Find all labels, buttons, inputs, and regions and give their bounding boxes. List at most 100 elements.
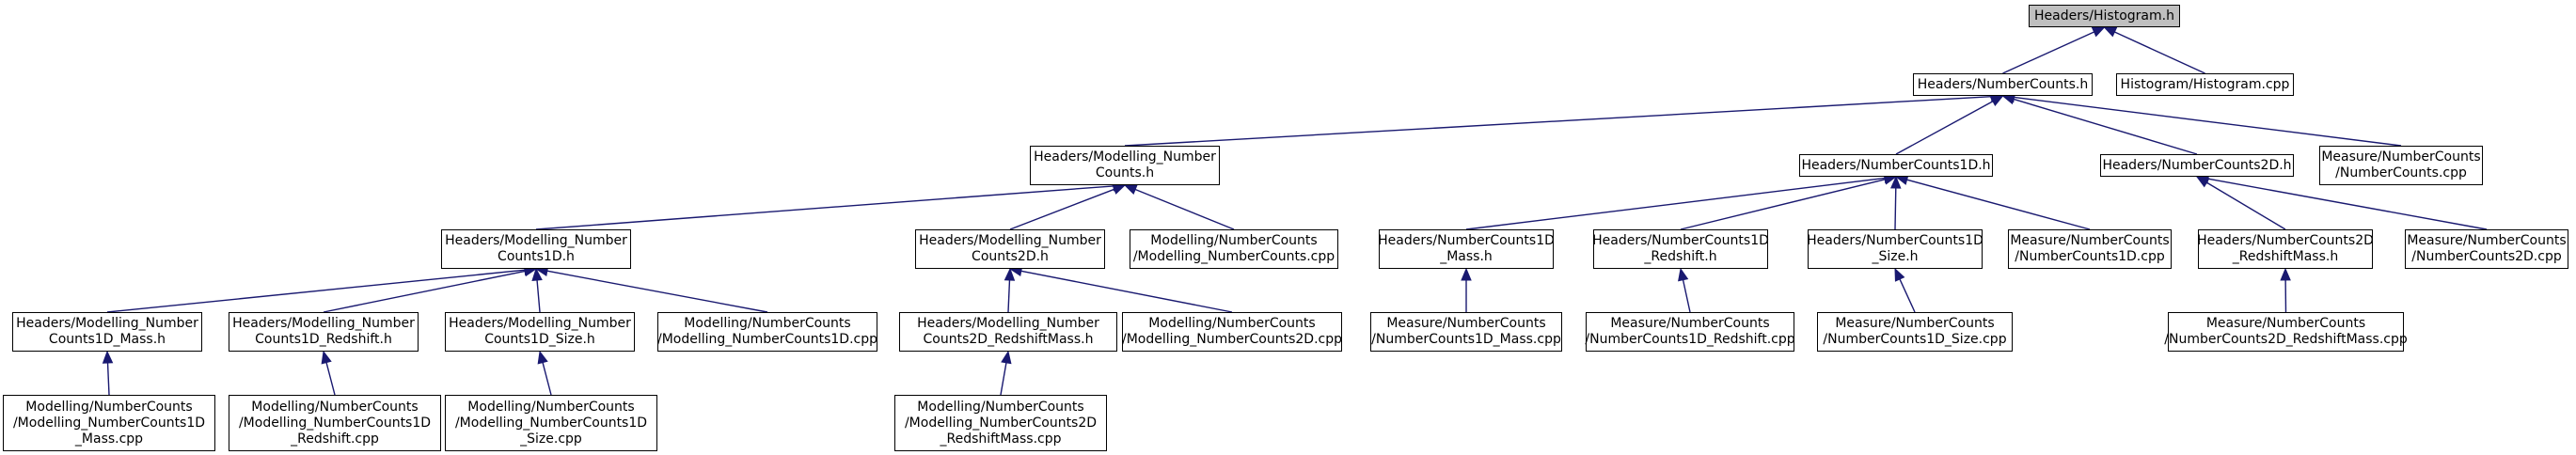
- node-histogram-cpp[interactable]: Histogram/Histogram.cpp: [2116, 73, 2294, 96]
- edge-numbercounts-h-to-nc1d-h: [1895, 101, 1994, 155]
- node-label-line: Headers/NumberCounts1D: [1592, 233, 1769, 248]
- node-mod-nc2d-cpp[interactable]: Modelling/NumberCounts/Modelling_NumberC…: [1122, 312, 1342, 352]
- node-meas-nc1d-mass-cpp[interactable]: Measure/NumberCounts/NumberCounts1D_Mass…: [1370, 312, 1562, 352]
- edge-mod-nc-h-to-mod-nc1d-h: [535, 185, 1114, 230]
- node-label-line: Measure/NumberCounts: [2205, 316, 2366, 331]
- node-label-line: Headers/NumberCounts1D: [1378, 233, 1555, 248]
- node-label-line: Headers/Modelling_Number: [919, 233, 1101, 248]
- node-label-line: /Modelling_NumberCounts2D.cpp: [1122, 332, 1343, 347]
- edge-nc1d-h-to-meas-nc1d-cpp: [1906, 179, 2091, 230]
- edge-arrowhead: [2103, 26, 2118, 38]
- edge-arrowhead: [2280, 267, 2291, 281]
- node-label-line: Measure/NumberCounts: [2321, 149, 2481, 165]
- edge-arrowhead: [102, 350, 114, 364]
- node-label-line: /Modelling_NumberCounts.cpp: [1132, 249, 1335, 264]
- edge-nc1d-h-to-nc1d-red-h: [1680, 179, 1886, 230]
- edge-numbercounts-h-to-meas-nc-cpp: [2014, 96, 2402, 147]
- node-label-line: /NumberCounts2D_RedshiftMass.cpp: [2164, 332, 2408, 347]
- node-mod-nc1d-size-cpp[interactable]: Modelling/NumberCounts/Modelling_NumberC…: [445, 395, 657, 451]
- node-label-line: Counts2D_RedshiftMass.h: [923, 332, 1094, 347]
- node-label-line: Headers/NumberCounts1D: [1807, 233, 1983, 248]
- node-label-line: Modelling/NumberCounts: [684, 316, 851, 331]
- edge-nc1d-size-h-to-meas-nc1d-size-cpp: [1899, 278, 1916, 313]
- edge-nc2d-h-to-nc2d-redmass-h: [2205, 181, 2286, 230]
- node-label-line: Modelling/NumberCounts: [467, 399, 635, 415]
- node-label-line: Measure/NumberCounts: [1835, 316, 1995, 331]
- node-label-line: Headers/Histogram.h: [2034, 8, 2174, 24]
- node-numbercounts-h[interactable]: Headers/NumberCounts.h: [1913, 73, 2093, 96]
- edge-arrowhead: [1890, 175, 1902, 189]
- edge-nc2d-h-to-meas-nc2d-cpp: [2207, 178, 2488, 230]
- node-label-line: Modelling/NumberCounts: [251, 399, 419, 415]
- node-label-line: Histogram/Histogram.cpp: [2120, 76, 2290, 92]
- edge-mod-nc1d-h-to-mod-nc1d-cpp: [546, 270, 768, 313]
- node-histogram-h: Headers/Histogram.h: [2029, 5, 2180, 27]
- edge-nc1d-h-to-nc1d-size-h: [1894, 187, 1897, 230]
- edge-numbercounts-h-to-mod-nc-h: [1124, 95, 1992, 147]
- node-meas-nc1d-red-cpp[interactable]: Measure/NumberCounts/NumberCounts1D_Reds…: [1585, 312, 1795, 352]
- node-nc2d-h[interactable]: Headers/NumberCounts2D.h: [2100, 154, 2294, 177]
- node-label-line: Measure/NumberCounts: [1610, 316, 1770, 331]
- node-nc1d-size-h[interactable]: Headers/NumberCounts1D_Size.h: [1807, 229, 1983, 269]
- node-label-line: /NumberCounts1D_Mass.cpp: [1371, 332, 1561, 347]
- node-label-line: /NumberCounts2D.cpp: [2411, 249, 2562, 264]
- edge-arrowhead: [1678, 267, 1689, 282]
- node-meas-nc1d-size-cpp[interactable]: Measure/NumberCounts/NumberCounts1D_Size…: [1817, 312, 2013, 352]
- node-label-line: Modelling/NumberCounts: [1148, 316, 1316, 331]
- node-label-line: _Mass.h: [1440, 249, 1493, 264]
- node-label-line: _Redshift.h: [1644, 249, 1717, 264]
- node-label-line: Headers/Modelling_Number: [16, 316, 198, 331]
- node-label-line: Counts1D.h: [498, 249, 575, 264]
- node-mod-nc1d-cpp[interactable]: Modelling/NumberCounts/Modelling_NumberC…: [657, 312, 877, 352]
- node-meas-nc-cpp[interactable]: Measure/NumberCounts/NumberCounts.cpp: [2319, 146, 2483, 185]
- edge-mod-nc1d-h-to-mod-nc1d-mass-h: [106, 269, 526, 313]
- node-meas-nc1d-cpp[interactable]: Measure/NumberCounts/NumberCounts1D.cpp: [2008, 229, 2172, 269]
- node-label-line: Headers/NumberCounts.h: [1917, 76, 2089, 92]
- node-label-line: Modelling/NumberCounts: [917, 399, 1084, 415]
- node-label-line: Counts1D_Redshift.h: [255, 332, 392, 347]
- node-label-line: _Size.cpp: [520, 431, 582, 447]
- edge-histogram-h-to-histogram-cpp: [2114, 31, 2205, 74]
- node-mod-nc1d-mass-cpp[interactable]: Modelling/NumberCounts/Modelling_NumberC…: [3, 395, 215, 451]
- edge-mod-nc-h-to-mod-nc-cpp: [1134, 188, 1235, 230]
- edge-mod-nc1d-h-to-mod-nc1d-size-h: [536, 279, 541, 313]
- node-label-line: Modelling/NumberCounts: [25, 399, 193, 415]
- node-nc1d-red-h[interactable]: Headers/NumberCounts1D_Redshift.h: [1592, 229, 1769, 269]
- node-meas-nc2d-redmass-cpp[interactable]: Measure/NumberCounts/NumberCounts2D_Reds…: [2164, 312, 2408, 352]
- edge-arrowhead: [1004, 267, 1016, 281]
- edge-arrowhead: [1001, 350, 1012, 365]
- node-nc2d-redmass-h[interactable]: Headers/NumberCounts2D_RedshiftMass.h: [2197, 229, 2374, 269]
- node-nc1d-mass-h[interactable]: Headers/NumberCounts1D_Mass.h: [1378, 229, 1555, 269]
- node-nc1d-h[interactable]: Headers/NumberCounts1D.h: [1799, 154, 1993, 177]
- node-label-line: /Modelling_NumberCounts1D.cpp: [657, 332, 878, 347]
- node-label-line: _Redshift.cpp: [291, 431, 379, 447]
- node-label-line: /NumberCounts1D_Size.cpp: [1823, 332, 2007, 347]
- node-mod-nc2d-redmass-cpp[interactable]: Modelling/NumberCounts/Modelling_NumberC…: [894, 395, 1107, 451]
- node-label-line: /Modelling_NumberCounts1D: [12, 415, 206, 431]
- node-label-line: Counts1D_Size.h: [484, 332, 595, 347]
- node-label-line: Headers/NumberCounts2D.h: [2102, 157, 2292, 173]
- node-label-line: /NumberCounts1D.cpp: [2015, 249, 2165, 264]
- edge-arrowhead: [531, 267, 543, 281]
- node-label-line: /Modelling_NumberCounts1D: [454, 415, 648, 431]
- node-label-line: /NumberCounts1D_Redshift.cpp: [1585, 332, 1795, 347]
- edge-mod-nc1d-h-to-mod-nc1d-red-h: [323, 270, 526, 313]
- node-meas-nc2d-cpp[interactable]: Measure/NumberCounts/NumberCounts2D.cpp: [2405, 229, 2568, 269]
- node-label-line: /NumberCounts.cpp: [2335, 165, 2467, 180]
- edge-histogram-h-to-numbercounts-h: [2002, 31, 2094, 74]
- edge-mod-nc2d-redmass-h-to-mod-nc2d-redmass-cpp: [1000, 362, 1007, 396]
- node-mod-nc1d-red-cpp[interactable]: Modelling/NumberCounts/Modelling_NumberC…: [229, 395, 441, 451]
- node-mod-nc-cpp[interactable]: Modelling/NumberCounts/Modelling_NumberC…: [1130, 229, 1338, 269]
- node-label-line: /Modelling_NumberCounts1D: [238, 415, 432, 431]
- node-label-line: _RedshiftMass.cpp: [940, 431, 1062, 447]
- edge-mod-nc2d-h-to-mod-nc2d-cpp: [1020, 270, 1233, 313]
- edge-arrowhead: [2091, 26, 2106, 38]
